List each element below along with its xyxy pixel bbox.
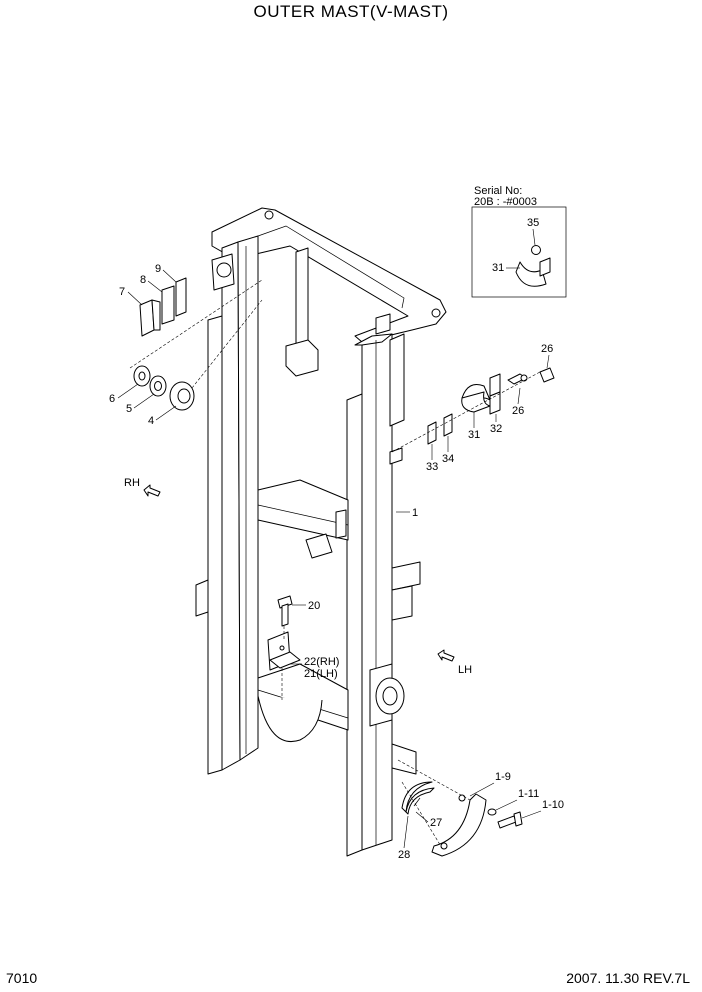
- callout-34: 34: [442, 453, 454, 465]
- callout-31: 31: [468, 429, 480, 441]
- callout-28: 28: [398, 849, 410, 861]
- callout-22: 22(RH): [304, 656, 339, 668]
- direction-rh: RH: [124, 477, 161, 497]
- lh-label: LH: [458, 664, 472, 676]
- outer-mast-frame: [195, 207, 447, 857]
- callout-7: 7: [119, 286, 125, 298]
- rh-label: RH: [124, 477, 140, 489]
- callout-1-11: 1-11: [518, 788, 539, 800]
- parts-upper-right: 26 26 31 32 34 33: [391, 343, 555, 473]
- parts-lower-right: 1-9 1-11 1-10 27 28: [397, 759, 564, 861]
- page-code: 7010: [6, 970, 38, 986]
- serial-inset: Serial No: 20B : -#0003 35 31: [471, 185, 567, 298]
- date-revision: 2007. 11.30 REV.7L: [566, 970, 690, 986]
- callout-33: 33: [426, 461, 438, 473]
- callout-27: 27: [430, 817, 442, 829]
- inset-callout-35: 35: [527, 217, 539, 229]
- callout-20: 20: [308, 600, 320, 612]
- callout-1-10: 1-10: [542, 799, 564, 811]
- callout-26-top: 26: [541, 343, 553, 355]
- callout-8: 8: [140, 274, 146, 286]
- serial-range: 20B : -#0003: [474, 196, 537, 208]
- callout-5: 5: [126, 403, 132, 415]
- callout-6: 6: [109, 393, 115, 405]
- callout-1-9: 1-9: [495, 771, 511, 783]
- callout-9: 9: [155, 263, 161, 275]
- direction-lh: LH: [437, 649, 472, 676]
- serial-label: Serial No:: [474, 185, 522, 197]
- callout-32: 32: [490, 423, 502, 435]
- inset-callout-31: 31: [492, 262, 504, 274]
- callout-21: 21(LH): [304, 668, 338, 680]
- page-title: OUTER MAST(V-MAST): [253, 2, 449, 21]
- parts-upper-left: 7 8 9 6 5 4: [109, 263, 263, 427]
- parts-middle: 20 22(RH) 21(LH): [267, 595, 339, 700]
- callout-26-mid: 26: [512, 405, 524, 417]
- callout-1: 1: [412, 507, 418, 519]
- callout-4: 4: [148, 415, 154, 427]
